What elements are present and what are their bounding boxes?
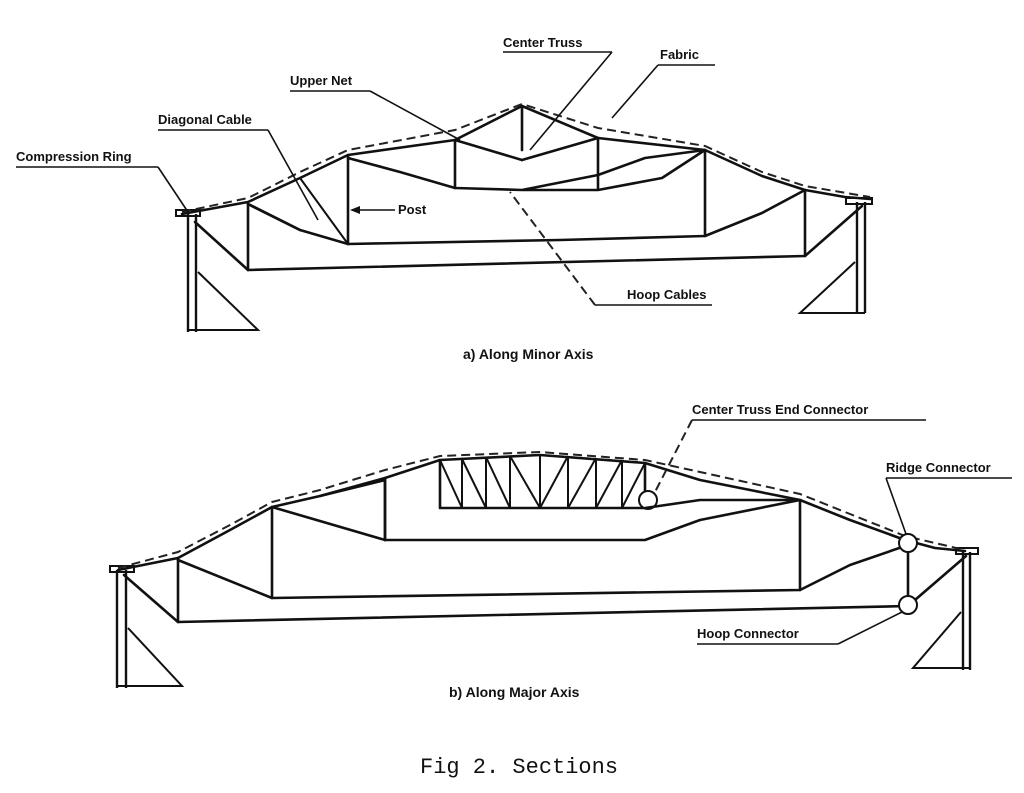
center-truss-end-connector-circle <box>638 490 658 510</box>
upper-net-line-b <box>116 453 967 572</box>
upper-net-line-a <box>180 104 872 216</box>
bottom-chord-a <box>193 204 864 272</box>
figure-caption: Fig 2. Sections <box>420 755 618 780</box>
hoop-cable-lower-b <box>176 543 910 600</box>
label-upper-net: Upper Net <box>290 73 353 88</box>
minor-axis-section <box>175 102 873 332</box>
label-compression-ring: Compression Ring <box>16 149 132 164</box>
labels-a: Center Truss Fabric Upper Net Diagonal C… <box>16 35 715 362</box>
right-support-column-b <box>910 547 979 670</box>
fabric-line-a <box>181 102 871 213</box>
fabric-line-b <box>117 450 966 569</box>
ridge-connector-circle <box>898 533 918 553</box>
hoop-connector-circle <box>898 595 918 615</box>
label-post: Post <box>398 202 427 217</box>
label-center-truss-end-connector: Center Truss End Connector <box>692 402 868 417</box>
posts-a <box>246 104 807 272</box>
labels-b: Center Truss End Connector Ridge Connect… <box>449 402 1012 700</box>
bottom-chord-b <box>122 554 968 624</box>
hoop-cable-lower-a <box>246 188 807 246</box>
diagonal-cables-a <box>246 136 600 245</box>
label-hoop-cables: Hoop Cables <box>627 287 706 302</box>
label-diagonal-cable: Diagonal Cable <box>158 112 252 127</box>
diagonal-b-left <box>270 505 387 542</box>
label-center-truss: Center Truss <box>503 35 582 50</box>
left-support-column-a <box>175 209 261 332</box>
hoop-cable-loop-b <box>383 478 802 542</box>
caption-minor-axis: a) Along Minor Axis <box>463 346 594 362</box>
caption-major-axis: b) Along Major Axis <box>449 684 580 700</box>
label-hoop-connector: Hoop Connector <box>697 626 799 641</box>
label-fabric: Fabric <box>660 47 699 62</box>
right-support-column-a <box>797 197 873 314</box>
major-axis-section <box>109 450 979 688</box>
label-ridge-connector: Ridge Connector <box>886 460 991 475</box>
hoop-cable-loop-a <box>346 148 707 192</box>
left-support-column-b <box>109 565 185 688</box>
center-truss-b <box>438 455 658 510</box>
diagonal-b-left-upper <box>318 478 387 498</box>
